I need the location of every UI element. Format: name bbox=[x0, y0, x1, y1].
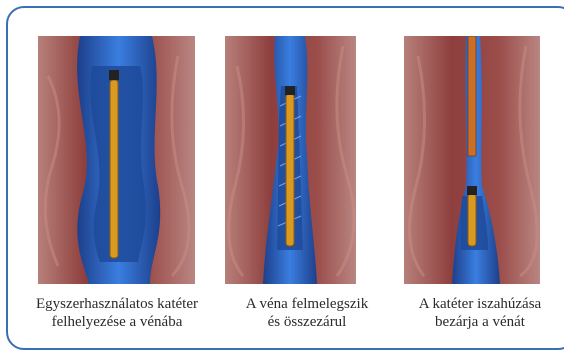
caption-line: bezárja a vénát bbox=[402, 313, 558, 331]
caption-line: és összezárul bbox=[232, 313, 382, 331]
panel-catheter-insertion bbox=[38, 36, 195, 284]
catheter-tip bbox=[109, 70, 119, 80]
catheter bbox=[110, 80, 118, 258]
caption-line: A katéter iszahúzása bbox=[402, 295, 558, 313]
caption-line: Egyszerhasználatos katéter bbox=[20, 295, 214, 313]
closed-vein-segment bbox=[468, 36, 476, 156]
catheter bbox=[286, 94, 294, 246]
illustration-catheter-withdrawal bbox=[404, 36, 540, 284]
caption-catheter-withdrawal: A katéter iszahúzása bezárja a vénát bbox=[402, 295, 558, 331]
catheter-tip bbox=[467, 186, 477, 195]
caption-catheter-insertion: Egyszerhasználatos katéter felhelyezése … bbox=[20, 295, 214, 331]
caption-vein-heating: A véna felmelegszik és összezárul bbox=[232, 295, 382, 331]
catheter bbox=[468, 194, 476, 246]
illustration-catheter-insertion bbox=[38, 36, 195, 284]
illustration-vein-heating bbox=[225, 36, 356, 284]
caption-line: A véna felmelegszik bbox=[232, 295, 382, 313]
panel-vein-heating bbox=[225, 36, 356, 284]
catheter-tip bbox=[285, 86, 295, 95]
panel-catheter-withdrawal bbox=[404, 36, 540, 284]
caption-line: felhelyezése a vénába bbox=[20, 313, 214, 331]
